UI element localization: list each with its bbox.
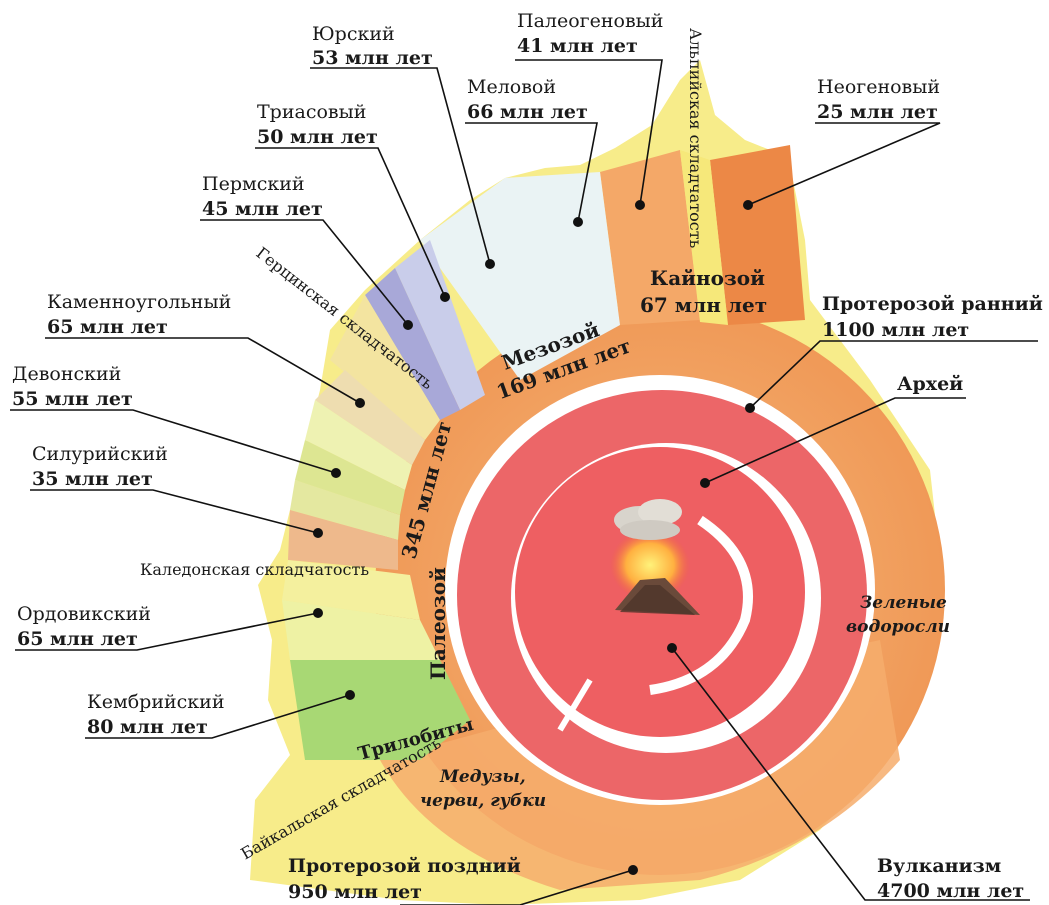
jellyfish-label-line1: Медузы, <box>439 767 526 787</box>
triassic-name: Триасовый <box>257 101 366 123</box>
silurian-name: Силурийский <box>32 443 168 465</box>
cenozoic-duration: 67 млн лет <box>640 293 767 317</box>
volcanism-duration: 4700 млн лет <box>877 880 1024 902</box>
cretaceous-name: Меловой <box>467 76 556 98</box>
algae-label-line1: Зеленые <box>860 593 947 613</box>
devonian-duration: 55 млн лет <box>12 388 133 410</box>
paleogene-name: Палеогеновый <box>517 10 663 32</box>
proterozoic-late-duration: 950 млн лет <box>288 881 422 903</box>
cretaceous-duration: 66 млн лет <box>467 101 588 123</box>
algae-label-line2: водоросли <box>846 617 950 637</box>
volcanism-name: Вулканизм <box>877 855 1001 877</box>
ordovician-duration: 65 млн лет <box>17 628 138 650</box>
triassic-duration: 50 млн лет <box>257 126 378 148</box>
archean-name: Архей <box>897 373 963 395</box>
proterozoic-early-name: Протерозой ранний <box>822 293 1043 315</box>
paleozoic-name: Палеозой <box>426 567 450 680</box>
silurian-duration: 35 млн лет <box>32 468 153 490</box>
jurassic-name: Юрский <box>312 23 395 45</box>
paleogene-duration: 41 млн лет <box>517 35 638 57</box>
jellyfish-label-line2: черви, губки <box>420 791 546 811</box>
devonian-name: Девонский <box>12 363 121 385</box>
cenozoic-name: Кайнозой <box>650 266 765 290</box>
carboniferous-name: Каменноугольный <box>47 291 231 313</box>
cambrian-name: Кембрийский <box>87 691 225 713</box>
carboniferous-duration: 65 млн лет <box>47 316 168 338</box>
caledonian-folding-label: Каледонская складчатость <box>140 560 369 579</box>
proterozoic-late-name: Протерозой поздний <box>288 855 521 877</box>
cambrian-duration: 80 млн лет <box>87 716 208 738</box>
proterozoic-early-duration: 1100 млн лет <box>822 319 969 341</box>
alpine-folding-label: Альпийская складчатость <box>686 28 705 249</box>
ordovician-name: Ордовикский <box>17 603 151 625</box>
permian-duration: 45 млн лет <box>202 198 323 220</box>
neogene-name: Неогеновый <box>817 76 940 98</box>
jurassic-duration: 53 млн лет <box>312 47 433 69</box>
neogene-duration: 25 млн лет <box>817 101 938 123</box>
permian-name: Пермский <box>202 173 305 195</box>
